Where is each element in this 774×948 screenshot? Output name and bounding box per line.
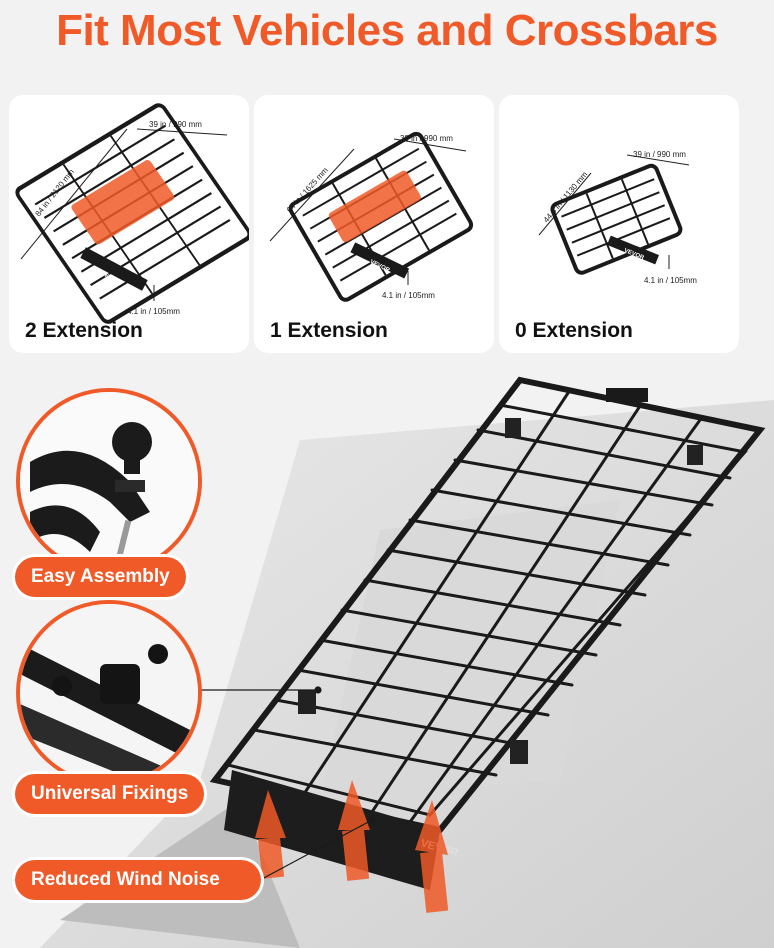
wind-fairing [224, 770, 440, 890]
feature-easy-assembly: Easy Assembly [15, 557, 186, 597]
detail-circle-assembly [16, 388, 202, 574]
card-label: 1 Extension [270, 319, 388, 342]
feature-universal-fixings: Universal Fixings [15, 774, 205, 814]
width-dimension: 39 in / 990 mm [400, 134, 453, 143]
height-dimension: 4.1 in / 105mm [127, 307, 180, 316]
card-label: 2 Extension [25, 319, 143, 342]
rack-diagram-2-extension: 39 in / 990 mm 84 in / 2120 mm 4.1 in / … [15, 103, 249, 324]
feature-label: Universal Fixings [31, 783, 189, 804]
card-1-extension: 39 in / 990 mm 64 in / 1625 mm 4.1 in / … [254, 95, 494, 353]
width-dimension: 39 in / 990 mm [633, 150, 686, 159]
height-dimension: 4.1 in / 105mm [382, 291, 435, 300]
card-0-extension: 39 in / 990 mm 44.5 in / 1130 mm 4.1 in … [499, 95, 739, 353]
height-dimension: 4.1 in / 105mm [644, 276, 697, 285]
crossbar-clamp-detail [20, 604, 198, 782]
roof-rack-photo: VEVOR [40, 376, 774, 948]
callout-lines [190, 686, 376, 881]
feature-reduced-wind-noise: Reduced Wind Noise [15, 860, 261, 900]
rack-diagram-0-extension: 39 in / 990 mm 44.5 in / 1130 mm 4.1 in … [538, 150, 697, 285]
detail-circle-fixings [16, 600, 202, 786]
card-2-extension: 39 in / 990 mm 84 in / 2120 mm 4.1 in / … [9, 95, 249, 353]
page-title: Fit Most Vehicles and Crossbars [56, 6, 718, 55]
knob-bolt-detail [20, 392, 198, 570]
feature-label: Easy Assembly [31, 566, 170, 587]
card-label: 0 Extension [515, 319, 633, 342]
feature-label: Reduced Wind Noise [31, 869, 220, 890]
rack-diagram-1-extension: 39 in / 990 mm 64 in / 1625 mm 4.1 in / … [269, 131, 474, 302]
airflow-arrows [255, 780, 449, 913]
product-scene: VEVOR [0, 360, 774, 948]
